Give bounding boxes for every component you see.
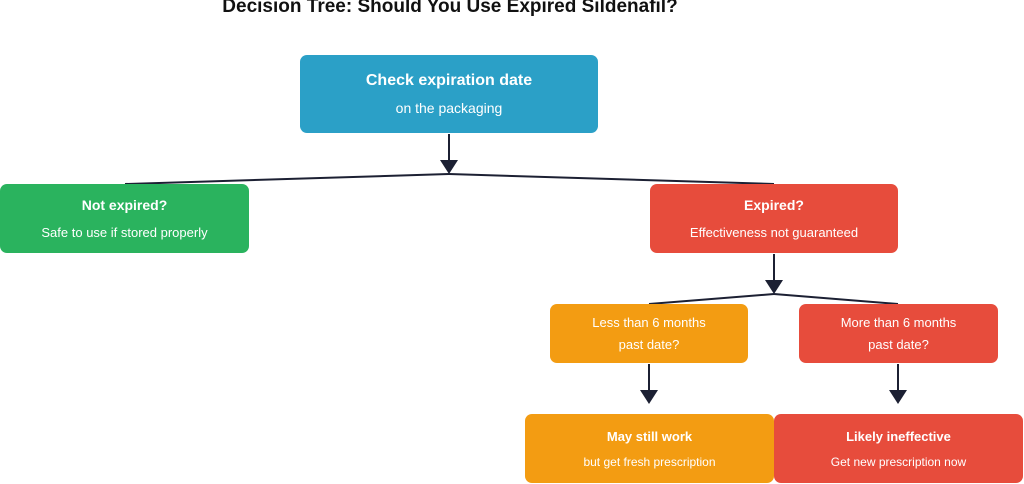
branch-line-right: [448, 173, 775, 185]
node-expired: Expired? Effectiveness not guaranteed: [650, 184, 898, 253]
branch-line-left: [124, 173, 450, 185]
more-arrowhead: [889, 390, 907, 404]
node-may-still-work-sub: but get fresh prescription: [583, 454, 716, 469]
root-arrowhead: [440, 160, 458, 174]
node-expired-sub: Effectiveness not guaranteed: [689, 225, 859, 240]
branch-line-less: [648, 293, 775, 305]
node-likely-ineffective-sub: Get new prescription now: [830, 454, 967, 469]
node-not-expired: Not expired? Safe to use if stored prope…: [0, 184, 249, 253]
node-less-line2: past date?: [618, 336, 680, 352]
node-not-expired-heading: Not expired?: [81, 197, 168, 213]
node-expired-heading: Expired?: [744, 197, 804, 213]
node-may-still-work: May still work but get fresh prescriptio…: [525, 414, 774, 483]
less-arrowhead: [640, 390, 658, 404]
node-not-expired-sub: Safe to use if stored properly: [41, 225, 208, 240]
node-more-than-6-months: More than 6 months past date?: [799, 304, 998, 363]
node-check-expiration-heading: Check expiration date: [365, 72, 533, 89]
node-may-still-work-heading: May still work: [606, 428, 693, 444]
branch-line-more: [773, 293, 899, 305]
node-more-line2: past date?: [868, 336, 929, 352]
node-less-line1: Less than 6 months: [592, 314, 706, 330]
node-more-line1: More than 6 months: [840, 314, 957, 330]
diagram-title: Decision Tree: Should You Use Expired Si…: [222, 0, 678, 17]
node-less-than-6-months: Less than 6 months past date?: [550, 304, 748, 363]
node-likely-ineffective: Likely ineffective Get new prescription …: [774, 414, 1023, 483]
node-likely-ineffective-heading: Likely ineffective: [846, 428, 951, 444]
expired-arrowhead: [765, 280, 783, 294]
node-check-expiration: Check expiration date on the packaging: [300, 55, 598, 133]
node-check-expiration-sub: on the packaging: [395, 100, 503, 116]
